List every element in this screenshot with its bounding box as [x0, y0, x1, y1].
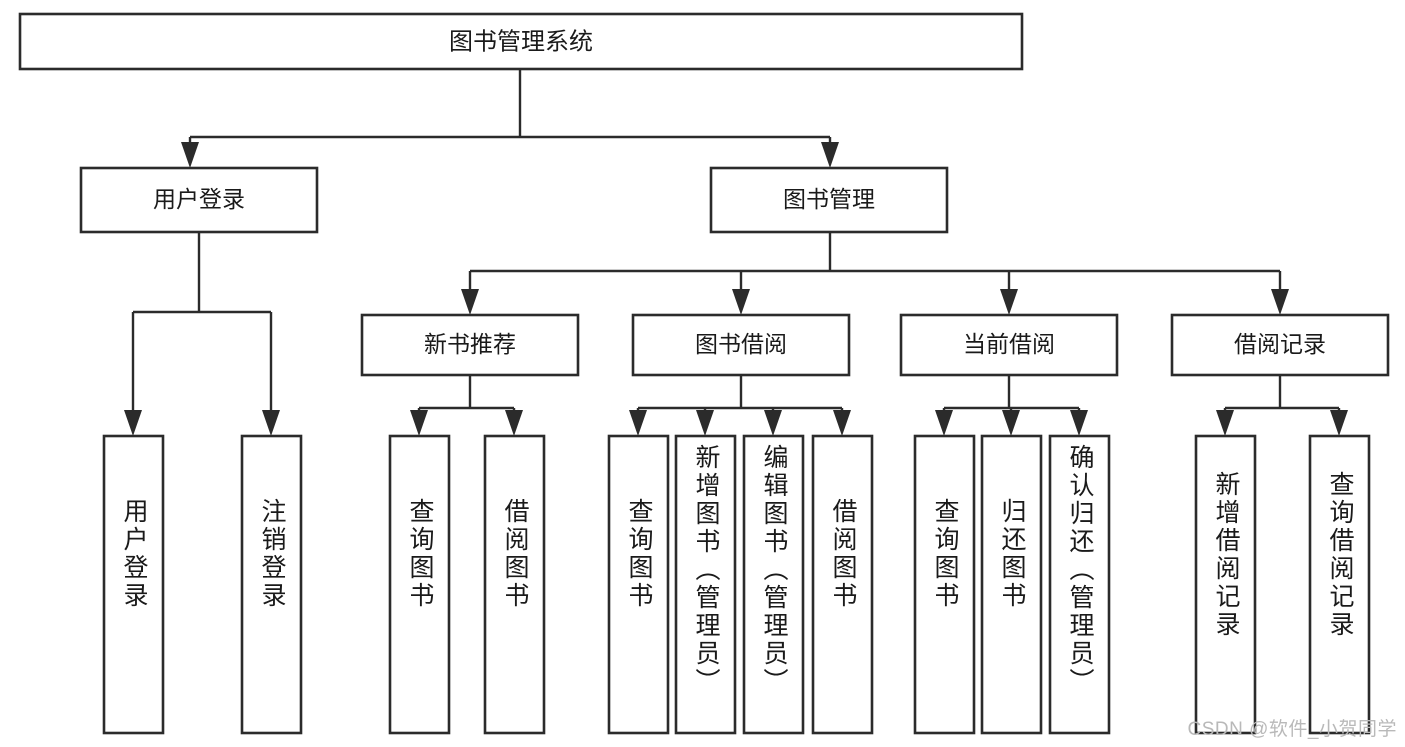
- arrow-icon-currentborrow-leaf-2: [1002, 410, 1020, 436]
- leaf-box-bookborrow-query[interactable]: [607, 434, 670, 735]
- arrow-icon-new-book: [461, 289, 479, 315]
- arrow-icon-newbook-leaf-2: [505, 410, 523, 436]
- node-borrow-record[interactable]: 借阅记录: [1170, 313, 1390, 377]
- leaf-box-newbook-query[interactable]: [388, 434, 451, 735]
- arrow-icon-bookborrow-leaf-1: [629, 410, 647, 436]
- leaf-box-newbook-borrow[interactable]: [483, 434, 546, 735]
- node-book-manage-label: 图书管理: [783, 186, 875, 212]
- arrow-icon-bookborrow-leaf-2: [696, 410, 714, 436]
- leaf-box-currentborrow-confirm[interactable]: [1048, 434, 1111, 735]
- leaf-box-bookborrow-borrow[interactable]: [811, 434, 874, 735]
- arrow-icon-user-login: [181, 142, 199, 168]
- leaf-box-currentborrow-return[interactable]: [980, 434, 1043, 735]
- node-book-borrow-label: 图书借阅: [695, 331, 787, 357]
- node-book-borrow[interactable]: 图书借阅: [631, 313, 851, 377]
- connectors-layer: [124, 69, 1348, 436]
- leaf-box-user-login-login[interactable]: [102, 434, 165, 735]
- leaf-box-currentborrow-query[interactable]: [913, 434, 976, 735]
- arrow-icon-borrowrecord-leaf-2: [1330, 410, 1348, 436]
- node-user-login[interactable]: 用户登录: [79, 166, 319, 234]
- arrow-icon-book-manage: [821, 142, 839, 168]
- leaf-box-bookborrow-edit[interactable]: [742, 434, 805, 735]
- arrow-icon-bookborrow-leaf-3: [764, 410, 782, 436]
- arrow-icon-leaf-logout: [262, 410, 280, 436]
- node-borrow-record-label: 借阅记录: [1234, 331, 1326, 357]
- node-new-book-recommend[interactable]: 新书推荐: [360, 313, 580, 377]
- leaf-box-user-login-logout[interactable]: [240, 434, 303, 735]
- arrow-icon-newbook-leaf-1: [410, 410, 428, 436]
- node-root-system[interactable]: 图书管理系统: [18, 12, 1024, 71]
- leaf-box-borrowrecord-add[interactable]: [1194, 434, 1257, 735]
- arrow-icon-current-borrow: [1000, 289, 1018, 315]
- nodes-layer: 图书管理系统 用户登录 图书管理 新书推荐 图书借阅 当前: [18, 12, 1390, 735]
- arrow-icon-bookborrow-leaf-4: [833, 410, 851, 436]
- leaf-box-bookborrow-add[interactable]: [674, 434, 737, 735]
- node-user-login-label: 用户登录: [153, 186, 245, 212]
- arrow-icon-currentborrow-leaf-1: [935, 410, 953, 436]
- csdn-watermark: CSDN @软件_小贺同学: [1187, 719, 1397, 740]
- node-current-borrow[interactable]: 当前借阅: [899, 313, 1119, 377]
- node-book-manage[interactable]: 图书管理: [709, 166, 949, 234]
- node-root-label: 图书管理系统: [449, 28, 593, 55]
- arrow-icon-borrowrecord-leaf-1: [1216, 410, 1234, 436]
- node-current-borrow-label: 当前借阅: [963, 331, 1055, 357]
- node-new-book-recommend-label: 新书推荐: [424, 331, 516, 357]
- arrow-icon-leaf-user-login: [124, 410, 142, 436]
- arrow-icon-borrow-record: [1271, 289, 1289, 315]
- arrow-icon-currentborrow-leaf-3: [1070, 410, 1088, 436]
- arrow-icon-book-borrow: [732, 289, 750, 315]
- leaf-box-borrowrecord-query[interactable]: [1308, 434, 1371, 735]
